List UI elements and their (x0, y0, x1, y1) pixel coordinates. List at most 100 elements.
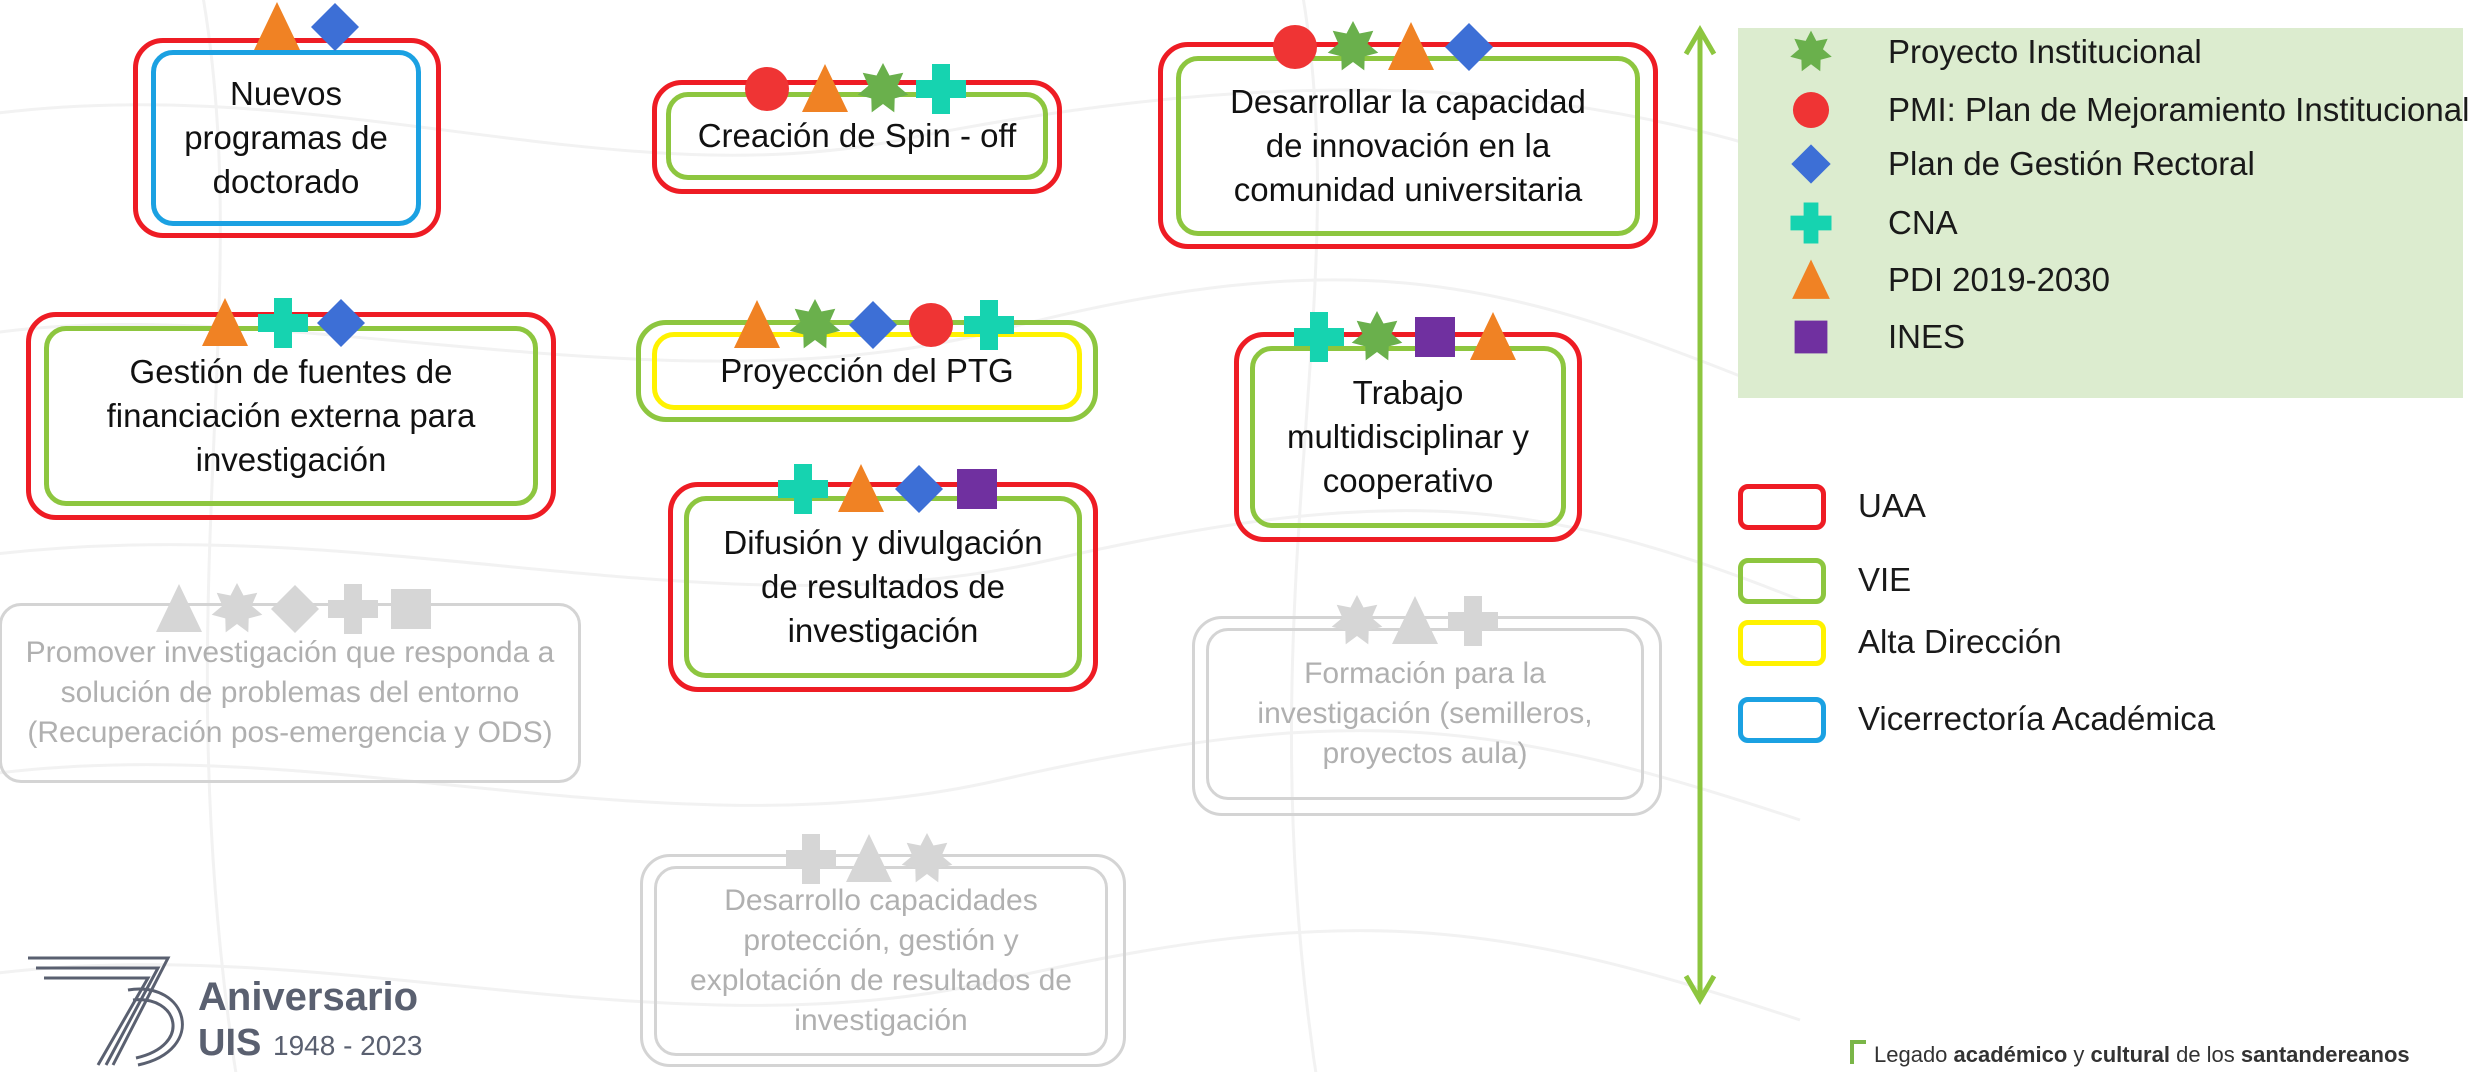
red-circle-icon (909, 303, 953, 347)
card-inner-box: Desarrollo capacidades protección, gesti… (654, 866, 1108, 1056)
legend-item: Proyecto Institucional (1738, 25, 2202, 79)
blue-diamond-icon (1445, 23, 1493, 71)
legend-swatch-uaa (1738, 484, 1826, 530)
orange-triangle-icon (1792, 259, 1830, 299)
logo-aniversario-text: Aniversario (198, 975, 418, 1019)
purple-square-icon (1415, 317, 1455, 357)
uis-75-anniversary-logo: Aniversario UIS 1948 - 2023 (18, 940, 422, 1072)
tagline-bold-3: santandereanos (2240, 1042, 2410, 1067)
tagline-bold-1: académico (1953, 1042, 2068, 1067)
legend-label: PMI: Plan de Mejoramiento Institucional (1888, 91, 2469, 128)
card-difusion-divulgacion: Difusión y divulgación de resultados de … (668, 482, 1098, 692)
card-icons (198, 296, 368, 350)
card-label: Desarrollar la capacidad de innovación e… (1230, 83, 1586, 208)
card-label: Promover investigación que responda a so… (25, 636, 555, 749)
orange-triangle-icon (734, 300, 780, 348)
green-star-icon (901, 833, 953, 883)
legend-border-label: Alta Dirección (1858, 623, 2062, 660)
legend-label: PDI 2019-2030 (1888, 261, 2110, 298)
teal-cross-icon (786, 834, 836, 884)
card-icons (152, 582, 438, 636)
green-star-icon (1351, 311, 1403, 361)
card-inner-box: Gestión de fuentes de financiación exter… (44, 326, 538, 506)
card-inner-box: Trabajo multidisciplinar y cooperativo (1250, 346, 1566, 528)
teal-cross-icon (258, 298, 308, 348)
legend-label: Plan de Gestión Rectoral (1888, 145, 2255, 182)
green-star-icon (789, 299, 841, 349)
legend-item: CNA (1738, 196, 1958, 250)
tagline-bracket-icon (1850, 1040, 1866, 1064)
card-icons (776, 462, 1004, 516)
blue-diamond-icon (317, 299, 365, 347)
card-desarrollo-capacidades: Desarrollo capacidades protección, gesti… (640, 854, 1126, 1067)
orange-triangle-icon (1470, 312, 1516, 360)
blue-diamond-icon (1791, 144, 1831, 184)
blue-diamond-icon (895, 465, 943, 513)
card-label: Formación para la investigación (semille… (1257, 657, 1593, 770)
red-circle-icon (1273, 25, 1317, 69)
legend-label: CNA (1888, 204, 1958, 241)
legend-item: PDI 2019-2030 (1738, 253, 2110, 307)
legend-item: PMI: Plan de Mejoramiento Institucional (1738, 83, 2469, 137)
card-label: Nuevos programas de doctorado (184, 75, 388, 200)
card-nuevos-programas: Nuevos programas de doctorado (133, 38, 441, 238)
card-trabajo-multidisciplinar: Trabajo multidisciplinar y cooperativo (1234, 332, 1582, 542)
teal-cross-icon (1448, 596, 1498, 646)
teal-cross-icon (328, 584, 378, 634)
legend-swatch-vie (1738, 558, 1826, 604)
legend-border-label: VIE (1858, 561, 1912, 598)
legend-label: Proyecto Institucional (1888, 33, 2202, 70)
card-label: Gestión de fuentes de financiación exter… (106, 353, 476, 478)
card-label: Trabajo multidisciplinar y cooperativo (1286, 374, 1530, 499)
orange-triangle-icon (802, 64, 848, 112)
card-label: Difusión y divulgación de resultados de … (723, 524, 1043, 649)
purple-square-icon (1794, 320, 1828, 354)
legend-label: INES (1888, 318, 1966, 355)
legend-swatch-vicerrectoria (1738, 697, 1826, 743)
teal-cross-icon (1294, 312, 1344, 362)
blue-diamond-icon (311, 3, 359, 51)
card-icons (1268, 20, 1496, 74)
logo-uis-text: UIS (198, 1022, 261, 1064)
orange-triangle-icon (838, 464, 884, 512)
card-icons (1292, 310, 1520, 364)
logo-years-text: 1948 - 2023 (273, 1030, 422, 1061)
green-star-icon (211, 583, 263, 633)
tagline-text-3: de los (2169, 1042, 2241, 1067)
card-promover-investigacion: Promover investigación que responda a so… (0, 603, 584, 786)
tagline-text-2: y (2067, 1042, 2091, 1067)
vertical-double-arrow (1683, 25, 1717, 1005)
green-star-icon (1790, 30, 1832, 72)
legend-border-label: Vicerrectoría Académica (1858, 700, 2216, 737)
card-label: Proyección del PTG (720, 352, 1014, 389)
card-icons (730, 298, 1016, 352)
card-inner-box: Promover investigación que responda a so… (0, 603, 581, 783)
teal-cross-icon (964, 300, 1014, 350)
legend-border-label: UAA (1858, 487, 1926, 524)
legend-swatch-alta_direccion (1738, 620, 1826, 666)
legend-item: Plan de Gestión Rectoral (1738, 137, 2255, 191)
red-circle-icon (745, 67, 789, 111)
purple-square-icon (957, 469, 997, 509)
orange-triangle-icon (1388, 22, 1434, 70)
card-inner-box: Desarrollar la capacidad de innovación e… (1176, 56, 1640, 236)
card-creacion-spin-off: Creación de Spin - off (652, 80, 1062, 194)
card-inner-box: Difusión y divulgación de resultados de … (684, 496, 1082, 678)
green-star-icon (1327, 21, 1379, 71)
blue-diamond-icon (271, 585, 319, 633)
card-label: Creación de Spin - off (697, 117, 1017, 154)
teal-cross-icon (1790, 202, 1832, 244)
tagline-text: Legado (1874, 1042, 1954, 1067)
tagline: Legado académico y cultural de los santa… (1850, 1040, 2410, 1068)
card-icons (250, 0, 362, 54)
purple-square-icon (391, 589, 431, 629)
card-inner-box: Nuevos programas de doctorado (151, 50, 421, 226)
teal-cross-icon (916, 64, 966, 114)
orange-triangle-icon (202, 298, 248, 346)
card-label: Desarrollo capacidades protección, gesti… (690, 884, 1072, 1037)
orange-triangle-icon (254, 2, 300, 50)
card-icons (740, 62, 968, 116)
blue-diamond-icon (849, 301, 897, 349)
tagline-bold-2: cultural (2090, 1042, 2170, 1067)
